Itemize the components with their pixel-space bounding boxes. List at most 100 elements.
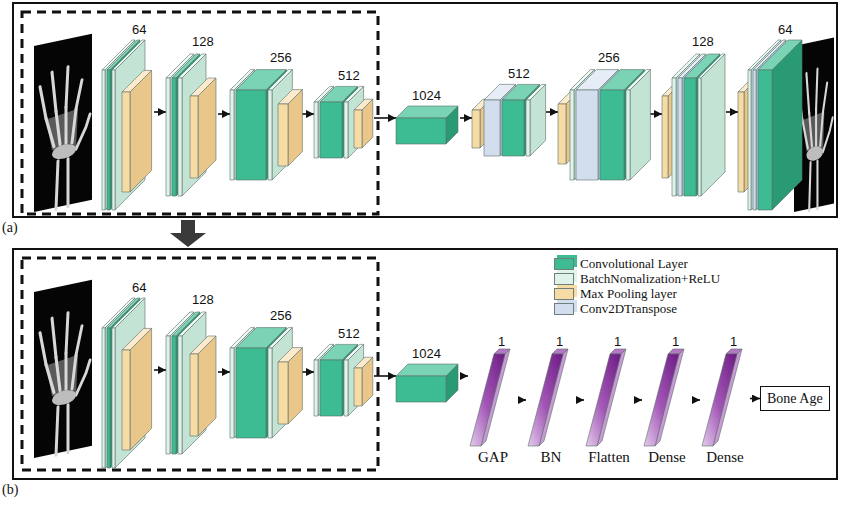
dense-bar: 1BN: [526, 334, 576, 466]
layer-face: [190, 78, 216, 96]
layer-stack: [166, 284, 218, 456]
hand-image: [40, 62, 90, 213]
encoder-block: 512: [314, 66, 374, 162]
layer-face: [230, 90, 234, 180]
dense-bar: 1GAP: [468, 334, 518, 466]
layer-face: [236, 348, 266, 438]
connector-arrow: [692, 399, 700, 401]
layer-face: [396, 106, 458, 118]
connector-arrow: [302, 113, 314, 115]
bottleneck-block: 1024: [396, 346, 460, 406]
channel-count: 64: [132, 280, 146, 296]
unit-count: 1: [730, 334, 737, 350]
layer-face: [190, 96, 198, 178]
layer-face: [230, 348, 234, 438]
layer-face: [558, 104, 566, 164]
layer-name: Flatten: [584, 448, 634, 466]
layer-face: [320, 102, 342, 158]
legend-swatch: [554, 258, 574, 270]
hand-image: [798, 66, 833, 213]
layer-face: [268, 348, 272, 438]
layer-face: [122, 350, 130, 450]
layer-face: [268, 70, 292, 90]
layer-face: [112, 328, 115, 468]
layer-face: [344, 102, 348, 158]
layer-face: [314, 360, 318, 416]
channel-count: 256: [270, 50, 292, 66]
layer-stack: [166, 26, 218, 198]
encoder-block: 256: [230, 44, 302, 184]
layer-name: Dense: [642, 448, 692, 466]
layer-face: [586, 354, 621, 446]
connector-arrow: [374, 117, 396, 119]
layer-face: [701, 54, 725, 196]
layer-name: GAP: [468, 448, 518, 466]
connector-arrow: [154, 111, 166, 113]
connector-arrow: [634, 399, 642, 401]
legend-row: Max Pooling layer: [554, 286, 720, 301]
connector-arrow: [546, 111, 558, 113]
legend-label: Max Pooling layer: [580, 286, 677, 301]
dense-bar-shape: [584, 334, 630, 466]
channel-count: 1024: [412, 88, 441, 104]
layer-stack: [662, 26, 726, 198]
layer-face: [662, 96, 668, 178]
channel-count: 128: [192, 34, 214, 50]
layer-face: [172, 336, 176, 454]
layer-face: [472, 110, 480, 148]
layer-face: [166, 336, 170, 454]
connector-arrow: [218, 371, 230, 373]
layer-face: [748, 70, 751, 210]
connector-arrow: [460, 117, 472, 119]
layer-face: [178, 336, 182, 454]
encoder-block: 64: [102, 272, 154, 472]
layer-face: [672, 78, 676, 196]
layer-stack: [738, 14, 802, 214]
dense-bar-shape: [526, 334, 572, 466]
layer-face: [268, 90, 272, 180]
unit-count: 1: [672, 334, 679, 350]
channel-count: 256: [270, 308, 292, 324]
connector-arrow: [218, 113, 230, 115]
channel-count: 256: [598, 50, 620, 66]
layer-face: [107, 328, 110, 468]
legend-swatch: [554, 303, 574, 315]
channel-count: 512: [508, 66, 530, 82]
layer-face: [528, 354, 563, 446]
layer-face: [470, 354, 505, 446]
dense-bar: 1Flatten: [584, 334, 634, 466]
connector-arrow: [154, 369, 166, 371]
unit-count: 1: [498, 334, 505, 350]
layer-face: [354, 99, 373, 110]
xray-input: [34, 34, 92, 214]
layer-face: [236, 90, 266, 180]
legend-swatch: [554, 288, 574, 300]
connector-arrow: [726, 111, 738, 113]
channel-count: 64: [778, 22, 792, 38]
layer-face: [526, 100, 530, 156]
transfer-arrow: [170, 220, 206, 247]
encoder-block: 128: [166, 284, 218, 456]
decoder-block: 128: [662, 26, 726, 198]
layer-face: [314, 102, 318, 158]
layer-face: [172, 78, 176, 196]
layer-face: [278, 104, 288, 166]
layer-face: [600, 90, 624, 180]
legend-row: Conv2DTranspose: [554, 301, 720, 316]
layer-face: [668, 349, 684, 354]
legend-label: BatchNomalization+ReLU: [580, 271, 720, 286]
legend-label: Conv2DTranspose: [580, 301, 677, 316]
layer-face: [610, 349, 626, 354]
layer-face: [758, 70, 772, 210]
layer-face: [122, 92, 130, 192]
layer-face: [190, 354, 198, 436]
layer-face: [112, 298, 145, 328]
legend: Convolutional LayerBatchNomalization+ReL…: [554, 256, 720, 316]
unit-count: 1: [614, 334, 621, 350]
encoder-block: 64: [102, 14, 154, 214]
layer-face: [178, 78, 182, 196]
layer-name: BN: [526, 448, 576, 466]
dense-bar-shape: [642, 334, 688, 466]
channel-count: 128: [692, 34, 714, 50]
panel-frame: (b)6412825651210241GAP1BN1Flatten1Dense1…: [12, 248, 838, 480]
